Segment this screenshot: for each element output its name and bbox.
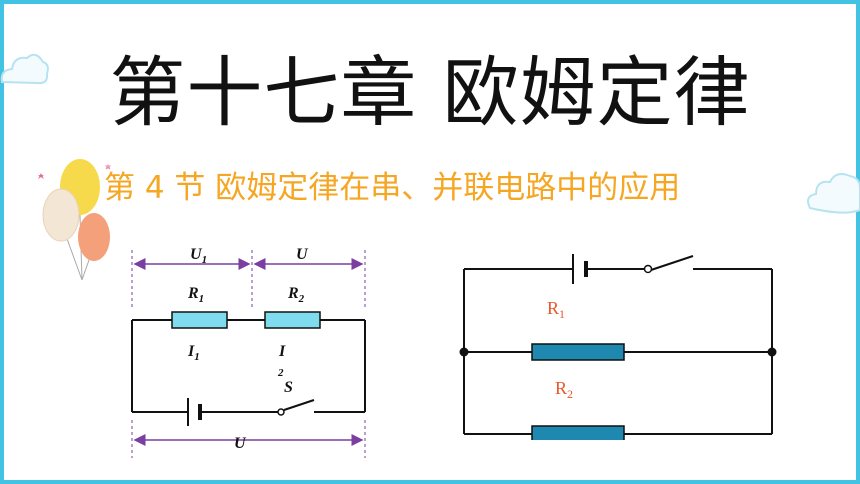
switch-pivot [277,408,285,416]
parallel-r1-label: R1 [547,298,565,321]
switch-label: S [284,379,293,396]
u2-label: U [296,246,309,263]
total-u-label: U [234,435,247,452]
parallel-resistor-r2 [531,425,625,440]
i2-subscript: 2 [277,367,284,379]
r1-label: R1 [187,285,204,305]
right-junction-dot [767,347,777,357]
slide-title: 第十七章 欧姆定律 [109,48,751,137]
parallel-circuit-diagram: R1 R2 [459,254,777,440]
parallel-switch-pivot [643,264,653,274]
r2-label: R2 [287,285,305,305]
series-circuit-diagram: U1 U R1 R2 I1 I 2 S U [131,246,366,458]
cloud-right-decoration [807,173,860,214]
parallel-resistor-r1 [531,343,625,361]
left-junction-dot [459,347,469,357]
i1-label: I1 [187,343,200,363]
u1-label: U1 [190,246,207,266]
series-resistor-r1 [171,311,228,329]
cloud-left-decoration [0,53,49,85]
parallel-r2-label: R2 [555,378,573,401]
slide-subtitle: 第 4 节 欧姆定律在串、并联电路中的应用 [104,170,681,206]
series-resistor-r2 [264,311,321,329]
i2-label: I [278,343,286,360]
balloons-decoration [38,159,112,281]
